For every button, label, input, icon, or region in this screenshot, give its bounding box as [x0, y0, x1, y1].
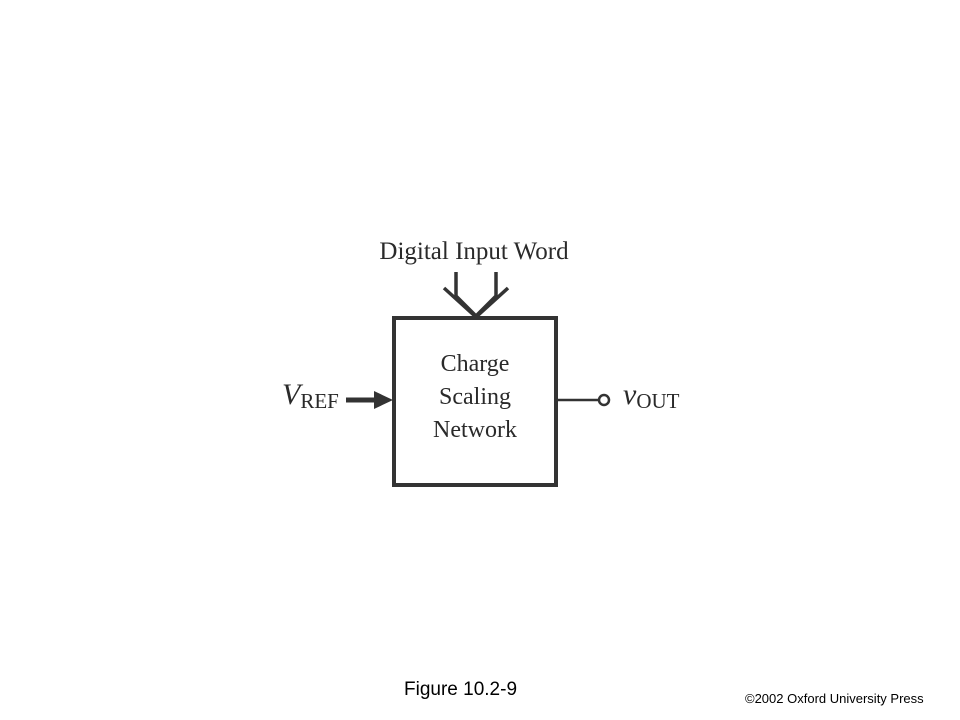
- digital-input-bus-inner: [454, 272, 498, 319]
- vout-label: vOUT: [623, 378, 680, 413]
- vout-terminal: [597, 393, 611, 407]
- vout-label-main: v: [623, 378, 637, 411]
- digital-input-word-label: Digital Input Word: [379, 238, 569, 265]
- vref-arrow-head: [374, 391, 393, 409]
- vref-label-subscript: REF: [300, 389, 339, 413]
- vout-label-subscript: OUT: [636, 389, 679, 413]
- digital-input-bus-arrow: [442, 286, 510, 320]
- vref-label-main: V: [282, 378, 304, 411]
- block-label-line-2: Scaling: [439, 384, 511, 410]
- block-label-line-3: Network: [433, 417, 517, 443]
- charge-scaling-network-block: [392, 316, 558, 487]
- block-label-line-1: Charge: [441, 351, 510, 377]
- copyright-notice: ©2002 Oxford University Press: [745, 691, 924, 706]
- vref-label: VREF: [282, 378, 339, 413]
- figure-caption: Figure 10.2-9: [404, 679, 518, 700]
